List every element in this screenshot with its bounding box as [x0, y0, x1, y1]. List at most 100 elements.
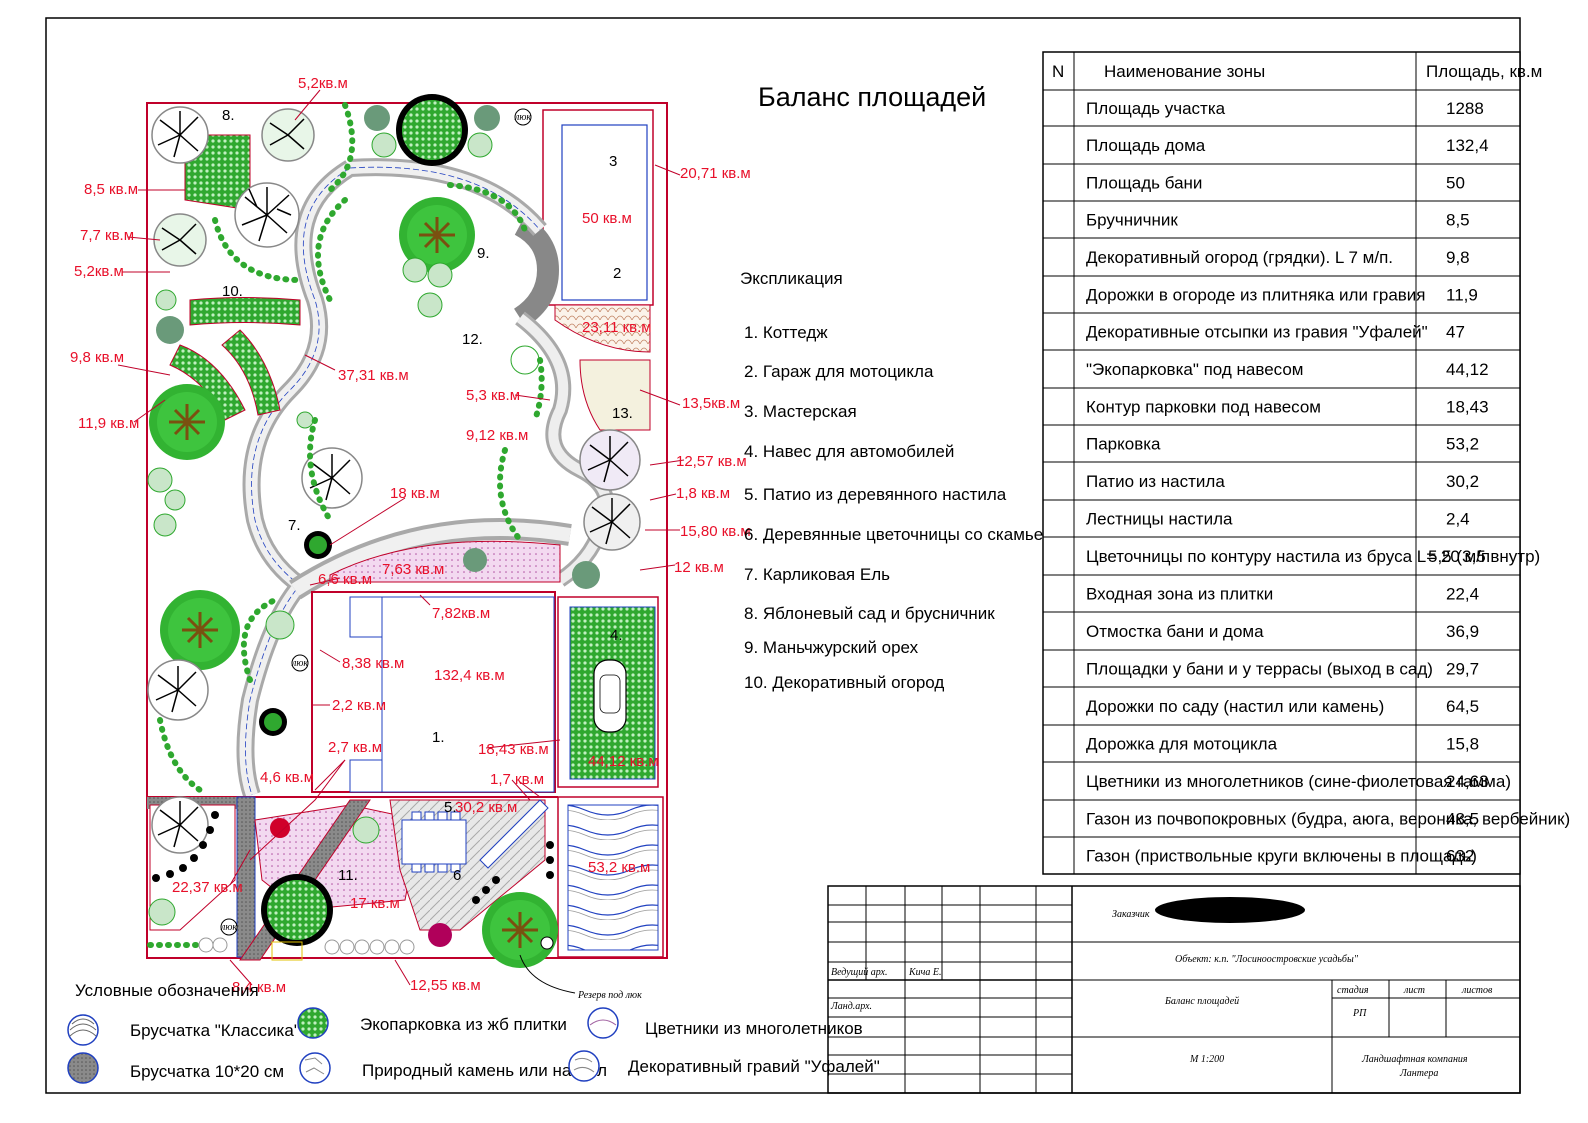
lead-architect-name: Кича Е. — [908, 967, 942, 978]
gravel-icon — [568, 1050, 600, 1082]
table-cell-area: 1288 — [1446, 99, 1484, 118]
explication: Экспликация 1. Коттедж 2. Гараж для мото… — [740, 269, 1053, 692]
table-cell-zone-name: Газон из почвопокровных (будра, аюга, ве… — [1086, 810, 1570, 829]
legend-label: Брусчатка "Классика" — [130, 1021, 300, 1040]
area-label: 5,3 кв.м — [466, 387, 520, 404]
zone-numbers: 1. 2 3 4. 5. 6 7. 8. 9. 10. 11. 12. 13. — [222, 107, 633, 884]
table-cell-area: 22,4 — [1446, 585, 1479, 604]
manhole-marks: люк люк люк — [220, 108, 554, 961]
area-label: 13,5кв.м — [682, 395, 740, 412]
legend-label: Экопарковка из жб плитки — [360, 1015, 567, 1034]
area-label: 15,80 кв.м — [680, 523, 751, 540]
table-cell-zone-name: Декоративные отсыпки из гравия "Уфалей" — [1086, 323, 1428, 342]
document-title: Баланс площадей — [1164, 996, 1239, 1007]
explication-item: 7. Карликовая Ель — [744, 565, 890, 584]
area-label: 12 кв.м — [674, 559, 724, 576]
flower-bed-front — [329, 540, 561, 583]
area-label: 12,55 кв.м — [410, 977, 481, 994]
table-cell-zone-name: Входная зона из плитки — [1086, 585, 1273, 604]
paver-10x20-icon — [67, 1052, 99, 1084]
area-label: 11,9 кв.м — [78, 415, 139, 432]
area-label: 9,12 кв.м — [466, 427, 528, 444]
eco-parking-icon — [297, 1007, 329, 1039]
gravel-bed — [579, 359, 651, 431]
table-cell-area: 29,7 — [1446, 660, 1479, 679]
table-cell-area: 9,8 — [1446, 248, 1470, 267]
svg-text:люк: люк — [291, 658, 308, 669]
table-cell-area: 11,9 — [1446, 286, 1478, 305]
table-cell-zone-name: Отмостка бани и дома — [1086, 622, 1264, 641]
stage-value: РП — [1352, 1008, 1367, 1019]
area-label: 44,12 кв.м — [588, 753, 659, 770]
area-label: 12,57 кв.м — [676, 453, 747, 470]
legend-label: Природный камень или настил — [362, 1061, 607, 1080]
area-label: 18 кв.м — [390, 485, 440, 502]
svg-text:5.: 5. — [444, 799, 457, 816]
area-label: 4,6 кв.м — [260, 769, 314, 786]
hedge-row — [152, 811, 554, 904]
legend: Условные обозначения Брусчатка "Классика… — [67, 981, 880, 1084]
area-label: 132,4 кв.м — [434, 667, 505, 684]
svg-text:13.: 13. — [612, 405, 633, 422]
parking-paving — [567, 804, 659, 951]
table-cell-zone-name: Патио из настила — [1086, 472, 1225, 491]
area-label: 2,7 кв.м — [328, 739, 382, 756]
explication-item: 10. Декоративный огород — [744, 673, 944, 692]
svg-text:12.: 12. — [462, 331, 483, 348]
area-label: 5,2кв.м — [298, 75, 348, 92]
path-10x20 — [236, 796, 256, 958]
table-cell-area: 48,5 — [1446, 810, 1479, 829]
table-cell-area: 50 — [1446, 174, 1465, 193]
apple-trees — [147, 106, 641, 854]
table-cell-zone-name: Декоративный огород (грядки). L 7 м/п. — [1086, 248, 1393, 267]
customer-label: Заказчик — [1112, 909, 1150, 920]
gravel-stones — [198, 937, 415, 955]
svg-text:3: 3 — [609, 153, 617, 170]
bath-house — [561, 124, 648, 301]
table-cell-zone-name: Дорожка для мотоцикла — [1086, 735, 1278, 754]
area-label: 1,8 кв.м — [676, 485, 730, 502]
explication-item: 4. Навес для автомобилей — [744, 442, 954, 461]
area-label: 7,7 кв.м — [80, 227, 134, 244]
table-cell-area: 15,8 — [1446, 735, 1479, 754]
area-label: 5,2кв.м — [74, 263, 124, 280]
table-cell-zone-name: Площадки у бани и у террасы (выход в сад… — [1086, 660, 1433, 679]
svg-text:2: 2 — [613, 265, 621, 282]
table-cell-area: 5,5 (3,5 внутр) — [1428, 547, 1540, 566]
table-cell-area: 36,9 — [1446, 622, 1479, 641]
table-cell-zone-name: Лестницы настила — [1086, 510, 1233, 529]
explication-item: 9. Маньчжурский орех — [744, 638, 919, 657]
shrubs — [147, 105, 600, 947]
table-cell-zone-name: Площадь участка — [1086, 99, 1226, 118]
company-line1: Ландшафтная компания — [1361, 1054, 1468, 1065]
conifer-trees — [259, 94, 468, 946]
explication-item: 3. Мастерская — [744, 402, 857, 421]
table-header-name: Наименование зоны — [1104, 62, 1265, 81]
area-labels: 5,2кв.м 8,5 кв.м 7,7 кв.м 5,2кв.м 9,8 кв… — [70, 75, 751, 996]
svg-text:люк: люк — [220, 922, 237, 933]
patio-table — [401, 819, 467, 865]
balance-table: N Наименование зоны Площадь, кв.м Площад… — [1042, 51, 1570, 875]
table-cell-area: 53,2 — [1446, 435, 1479, 454]
table-header-area: Площадь, кв.м — [1426, 62, 1542, 81]
table-cell-area: 64,5 — [1446, 697, 1479, 716]
company-line2: Лантера — [1399, 1068, 1438, 1079]
area-label: 50 кв.м — [582, 210, 632, 227]
svg-text:7.: 7. — [288, 517, 301, 534]
house-stair-bottom — [349, 759, 383, 793]
reserve-callout: Резерв под люк — [577, 990, 642, 1001]
title-block — [827, 885, 1521, 1094]
svg-text:11.: 11. — [338, 867, 358, 884]
table-cell-zone-name: Дорожки по саду (настил или камень) — [1086, 697, 1384, 716]
table-cell-area: 18,43 — [1446, 398, 1489, 417]
table-cell-zone-name: Газон (приствольные круги включены в пло… — [1086, 847, 1477, 866]
area-label: 8,38 кв.м — [342, 655, 404, 672]
perennial-borders — [147, 102, 545, 948]
perennial-bed-icon — [587, 1007, 619, 1039]
explication-item: 2. Гараж для мотоцикла — [744, 362, 934, 381]
table-cell-zone-name: Парковка — [1086, 435, 1161, 454]
table-cell-area: 30,2 — [1446, 472, 1479, 491]
vegetable-garden — [169, 297, 301, 421]
area-label: 9,8 кв.м — [70, 349, 124, 366]
svg-text:10.: 10. — [222, 283, 243, 300]
